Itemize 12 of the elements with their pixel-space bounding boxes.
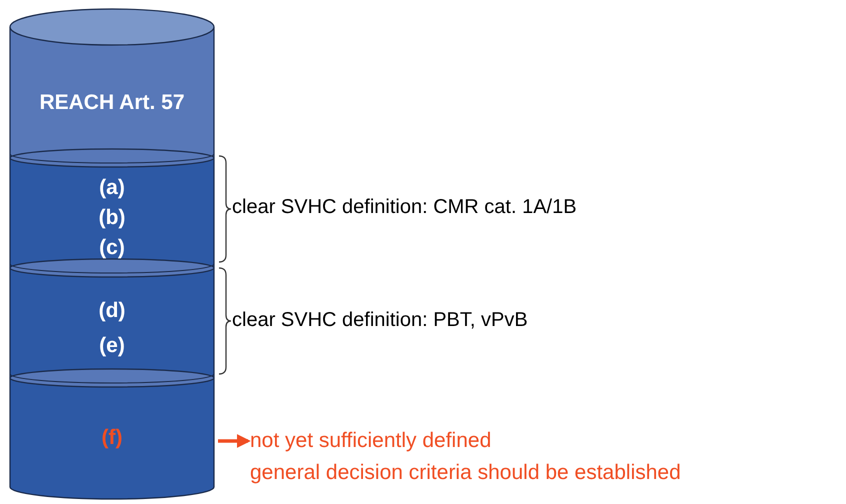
bracket-note: clear SVHC definition: CMR cat. 1A/1B [232, 196, 577, 219]
arrow [218, 434, 251, 448]
segment-label: (b) [98, 205, 126, 231]
segment-label: REACH Art. 57 [39, 90, 185, 116]
bracket-note: clear SVHC definition: PBT, vPvB [232, 309, 528, 332]
segment-label: (a) [99, 175, 125, 201]
note-text: general decision criteria should be established [250, 460, 681, 486]
segment-label: (f) [102, 424, 122, 450]
segment-label: (e) [99, 333, 125, 359]
segment-label: (c) [99, 235, 125, 261]
segment-label: (d) [98, 298, 126, 324]
note-text: not yet sufficiently defined [250, 428, 492, 454]
